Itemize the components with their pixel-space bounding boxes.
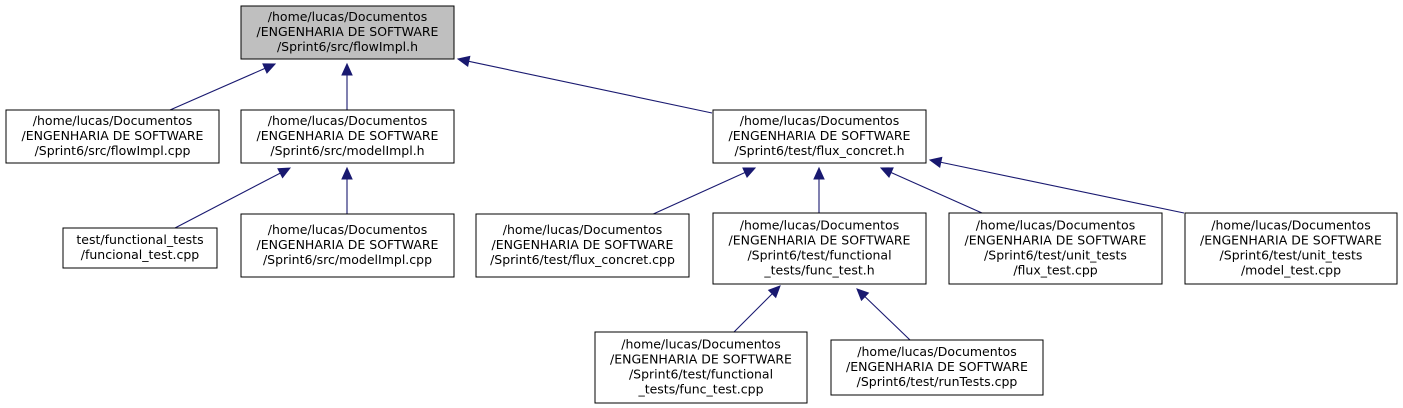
node-label-line: /Sprint6/test/functional [747,248,891,263]
node-box [594,331,808,404]
edge-func_test_cpp-to-func_test_h [733,285,781,333]
edge-line [940,161,1185,214]
edge-line [639,172,746,221]
node-label-line: /model_test.cpp [1241,263,1341,278]
node-label-line: /Sprint6/src/modelImpl.cpp [263,252,432,267]
node-box [712,212,927,285]
node-label-line: /home/lucas/Documentos [857,344,1016,359]
edge-line [890,171,983,214]
node-flux-concret-h[interactable]: /home/lucas/Documentos/ENGENHARIA DE SOF… [712,109,927,164]
node-label-line: _tests/func_test.h [763,263,874,278]
node-label-line: /home/lucas/Documentos [33,113,192,128]
node-flux-test-cpp[interactable]: /home/lucas/Documentos/ENGENHARIA DE SOF… [948,212,1163,285]
arrowhead-icon [341,62,353,76]
node-func-test-h[interactable]: /home/lucas/Documentos/ENGENHARIA DE SOF… [712,212,927,285]
node-label-line: /ENGENHARIA DE SOFTWARE [729,128,911,143]
edge-line [733,293,773,333]
node-label-line: /Sprint6/test/flux_concret.h [734,143,904,158]
node-label-line: /Sprint6/test/unit_tests [1220,248,1363,263]
node-runtests-cpp[interactable]: /home/lucas/Documentos/ENGENHARIA DE SOF… [830,339,1044,396]
node-label-line: /home/lucas/Documentos [740,113,899,128]
edge-func_test_h-to-flux_concret_h [813,166,825,213]
node-label-line: /ENGENHARIA DE SOFTWARE [965,233,1147,248]
node-flowimpl-cpp[interactable]: /home/lucas/Documentos/ENGENHARIA DE SOF… [5,109,220,164]
node-label-line: /funcional_test.cpp [81,247,200,262]
edge-model_test_cpp-to-flux_concret_h [928,156,1185,214]
edge-flowimpl_cpp-to-flowimpl_h [169,63,277,111]
node-label-line: /ENGENHARIA DE SOFTWARE [1200,233,1382,248]
edge-line [169,67,266,111]
edge-line [174,172,281,229]
node-box [240,213,455,278]
node-box [1184,212,1398,285]
node-modelimpl-cpp[interactable]: /home/lucas/Documentos/ENGENHARIA DE SOF… [240,213,455,278]
node-label-line: /ENGENHARIA DE SOFTWARE [22,128,204,143]
node-label-line: /ENGENHARIA DE SOFTWARE [729,233,911,248]
node-label-line: /ENGENHARIA DE SOFTWARE [257,128,439,143]
node-label-line: /home/lucas/Documentos [503,222,662,237]
edge-flux_concret_h-to-flowimpl_h [456,55,713,114]
node-flux-concret-cpp[interactable]: /home/lucas/Documentos/ENGENHARIA DE SOF… [475,213,690,278]
node-label-line: _tests/func_test.cpp [637,382,763,397]
edge-modelimpl_h-to-flowimpl_h [341,62,353,110]
node-box [830,339,1044,396]
node-box [240,109,455,164]
edge-funcional_test_cpp-to-modelimpl_h [174,167,292,229]
node-modelimpl-h[interactable]: /home/lucas/Documentos/ENGENHARIA DE SOF… [240,109,455,164]
arrowhead-icon [742,167,757,179]
node-label-line: /home/lucas/Documentos [621,337,780,352]
arrowhead-icon [879,167,894,178]
node-label-line: /ENGENHARIA DE SOFTWARE [846,359,1028,374]
node-label-line: /Sprint6/test/flux_concret.cpp [490,252,675,267]
node-label-line: /Sprint6/test/runTests.cpp [857,374,1018,389]
node-flowimpl-h[interactable]: /home/lucas/Documentos/ENGENHARIA DE SOF… [240,5,455,60]
arrowhead-icon [262,63,277,74]
edge-runtests_cpp-to-func_test_h [856,288,911,341]
node-label-line: /flux_test.cpp [1013,263,1097,278]
edge-line [864,296,911,341]
edges-layer [169,55,1185,341]
node-label-line: /Sprint6/test/functional [629,367,773,382]
nodes-layer: /home/lucas/Documentos/ENGENHARIA DE SOF… [5,5,1398,404]
node-label-line: /Sprint6/src/flowImpl.h [277,39,418,54]
node-box [240,5,455,60]
node-label-line: /home/lucas/Documentos [976,218,1135,233]
node-box [948,212,1163,285]
arrowhead-icon [813,166,825,180]
edge-line [468,60,713,114]
node-label-line: /ENGENHARIA DE SOFTWARE [257,237,439,252]
node-box [5,109,220,164]
node-label-line: /ENGENHARIA DE SOFTWARE [610,352,792,367]
node-label-line: test/functional_tests [76,232,203,247]
arrowhead-icon [856,288,870,302]
node-label-line: /Sprint6/src/flowImpl.cpp [35,143,191,158]
arrowhead-icon [928,156,943,169]
arrowhead-icon [456,55,471,68]
arrowhead-icon [767,285,781,299]
node-label-line: /home/lucas/Documentos [268,113,427,128]
node-label-line: /Sprint6/test/unit_tests [984,248,1127,263]
node-box [62,227,218,269]
edge-flux_concret_cpp-to-flux_concret_h [639,167,757,221]
node-label-line: /home/lucas/Documentos [268,9,427,24]
node-label-line: /home/lucas/Documentos [268,222,427,237]
node-box [712,109,927,164]
edge-modelimpl_cpp-to-modelimpl_h [341,166,353,220]
node-label-line: /ENGENHARIA DE SOFTWARE [492,237,674,252]
node-funcional-test-cpp[interactable]: test/functional_tests/funcional_test.cpp [62,227,218,269]
edge-flux_test_cpp-to-flux_concret_h [879,167,983,214]
arrowhead-icon [341,166,353,180]
node-model-test-cpp[interactable]: /home/lucas/Documentos/ENGENHARIA DE SOF… [1184,212,1398,285]
node-label-line: /home/lucas/Documentos [1211,218,1370,233]
node-label-line: /home/lucas/Documentos [740,218,899,233]
arrowhead-icon [277,167,292,179]
node-func-test-cpp[interactable]: /home/lucas/Documentos/ENGENHARIA DE SOF… [594,331,808,404]
node-label-line: /ENGENHARIA DE SOFTWARE [257,24,439,39]
node-box [475,213,690,278]
node-label-line: /Sprint6/src/modelImpl.h [270,143,424,158]
